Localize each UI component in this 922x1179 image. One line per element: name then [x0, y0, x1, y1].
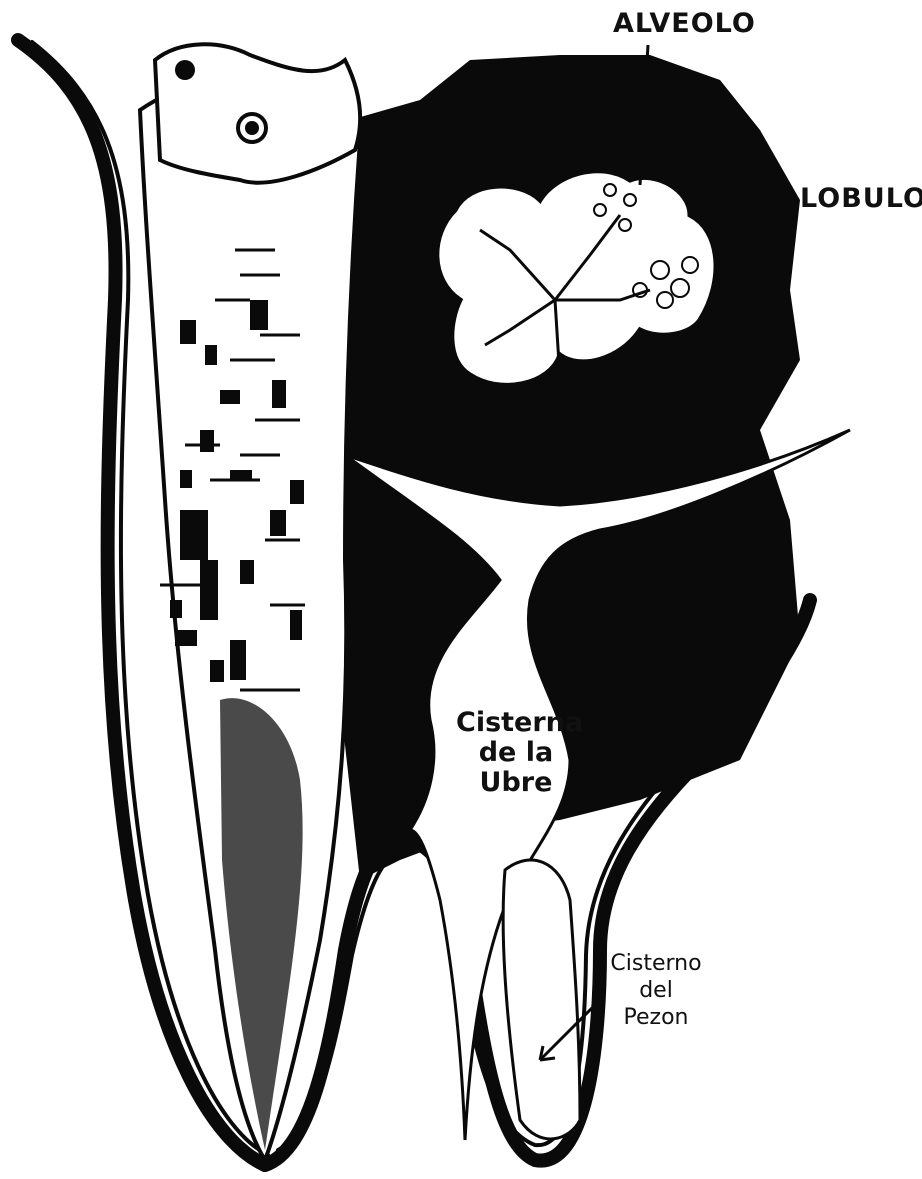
label-alveolo: ALVEOLO: [613, 8, 756, 39]
label-cisterna-pezon-line3: Pezon: [608, 1004, 704, 1031]
label-cisterna-pezon-line2: del: [608, 977, 704, 1004]
label-cisterna-ubre-line2: de la: [456, 738, 576, 768]
label-cisterna-pezon-line1: Cisterno: [608, 950, 704, 977]
left-quarter: [140, 44, 360, 1160]
label-cisterna-ubre-line3: Ubre: [456, 768, 576, 798]
label-cisterna-pezon: Cisterno del Pezon: [608, 950, 704, 1031]
label-lobulo: LOBULO: [800, 183, 922, 214]
label-cisterna-ubre-line1: Cisterna: [456, 708, 576, 738]
label-cisterna-ubre: Cisterna de la Ubre: [456, 708, 576, 798]
